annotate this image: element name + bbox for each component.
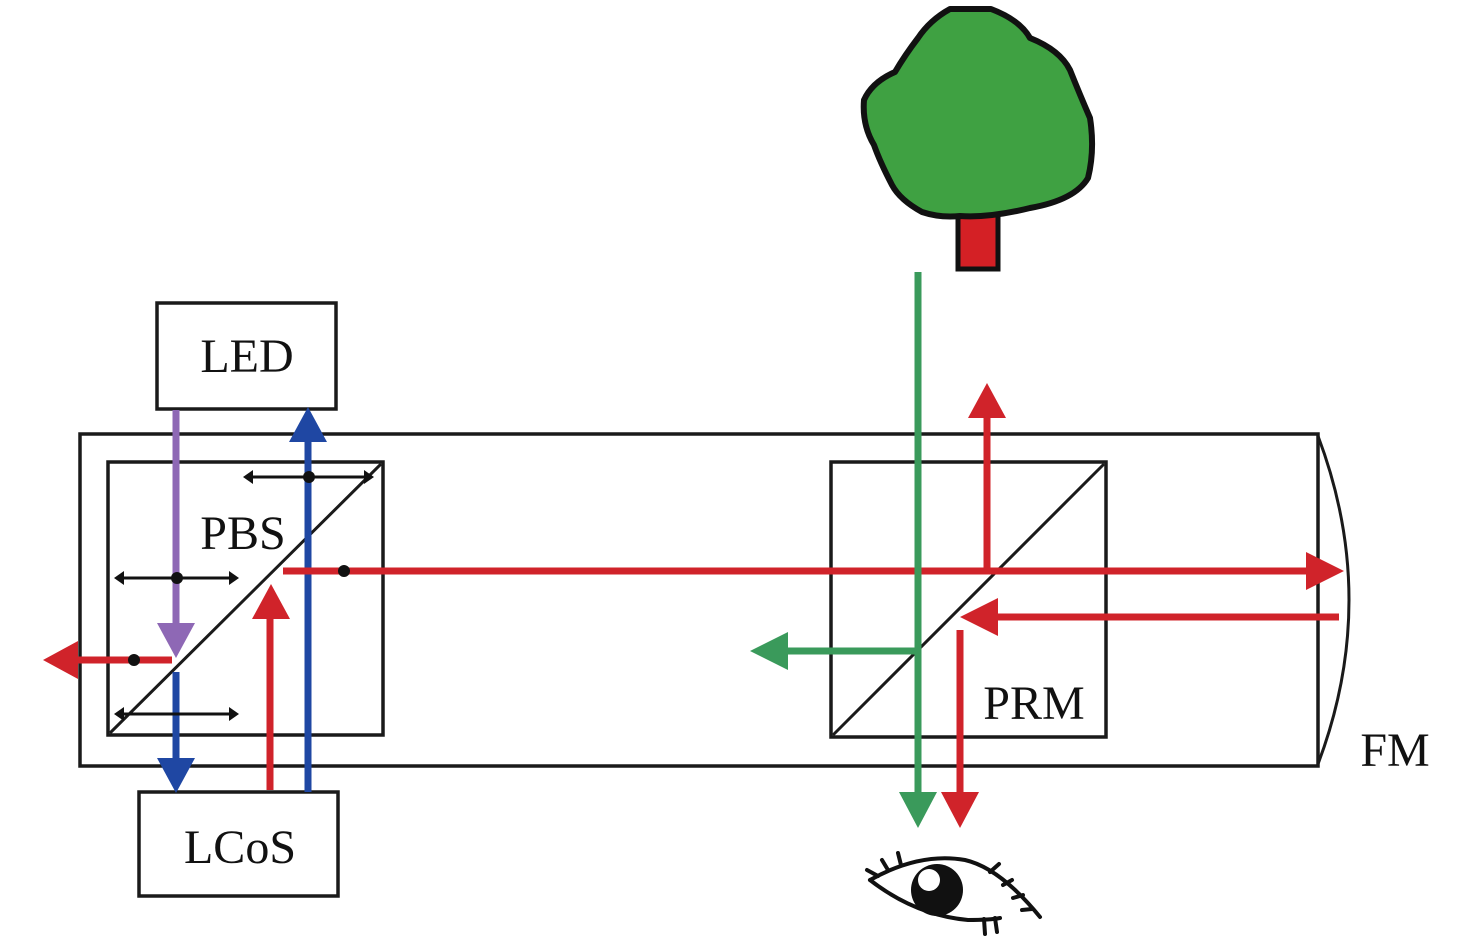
eye-icon (865, 851, 1042, 936)
lcos-label: LCoS (184, 821, 296, 874)
polarization-marker-mid (114, 571, 239, 585)
polarization-marker-top (243, 470, 374, 484)
scene-beam (750, 272, 937, 828)
display-beam-to-eye (941, 630, 979, 828)
pbs-cube (106, 460, 385, 737)
return-beam-up (289, 407, 327, 792)
led-label: LED (200, 330, 293, 383)
prm-label: PRM (983, 677, 1084, 730)
display-beam-prm-up (968, 383, 1006, 571)
led-beam (157, 410, 195, 658)
display-beam-return (960, 598, 1339, 636)
display-beam-left (43, 641, 172, 679)
display-beam-main (283, 552, 1344, 590)
fm-label: FM (1360, 724, 1429, 777)
freeform-mirror (1316, 435, 1351, 765)
tree-icon (860, 6, 1096, 272)
lcos-display: LCoS (137, 790, 340, 898)
return-beam-down (157, 672, 195, 793)
display-beam-up (252, 584, 290, 790)
prm-cube (829, 460, 1108, 739)
led-source: LED (155, 301, 338, 411)
pbs-label: PBS (200, 507, 285, 560)
polarization-marker-bottom (114, 707, 239, 721)
